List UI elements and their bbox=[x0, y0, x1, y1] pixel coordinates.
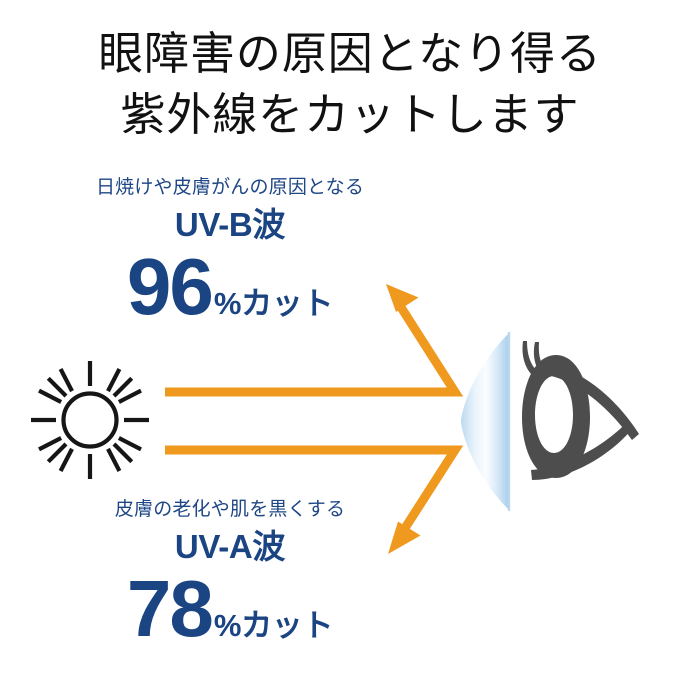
contact-lens-icon bbox=[461, 332, 511, 511]
uv-b-figure: 96%カット bbox=[50, 247, 410, 327]
page-title: 眼障害の原因となり得る 紫外線をカットします bbox=[0, 24, 700, 146]
uv-b-info-block: 日焼けや皮膚がんの原因となる UV-B波 96%カット bbox=[50, 177, 410, 327]
uv-a-percentage-value: 78 bbox=[126, 564, 214, 654]
sun-icon bbox=[31, 361, 149, 479]
uv-b-caption: 日焼けや皮膚がんの原因となる bbox=[95, 177, 365, 198]
uv-a-name: UV-A波 bbox=[174, 527, 286, 565]
page-title-line-1: 眼障害の原因となり得る bbox=[98, 29, 602, 79]
uv-a-reflected-ray-arrow bbox=[165, 445, 464, 554]
page-title-line-2: 紫外線をカットします bbox=[120, 90, 580, 141]
uv-b-name: UV-B波 bbox=[174, 205, 286, 243]
uv-a-figure: 78%カット bbox=[50, 569, 410, 649]
uv-a-info-block: 皮膚の老化や肌を黒くする UV-A波 78%カット bbox=[50, 499, 410, 649]
eye-side-profile-icon bbox=[522, 341, 639, 480]
uv-a-percentage-unit: %カット bbox=[213, 608, 334, 644]
uv-b-percentage-unit: %カット bbox=[213, 286, 334, 322]
uv-b-percentage-value: 96 bbox=[126, 242, 214, 332]
uv-b-reflected-ray-arrow bbox=[165, 284, 464, 397]
uv-a-caption: 皮膚の老化や肌を黒くする bbox=[114, 499, 346, 520]
